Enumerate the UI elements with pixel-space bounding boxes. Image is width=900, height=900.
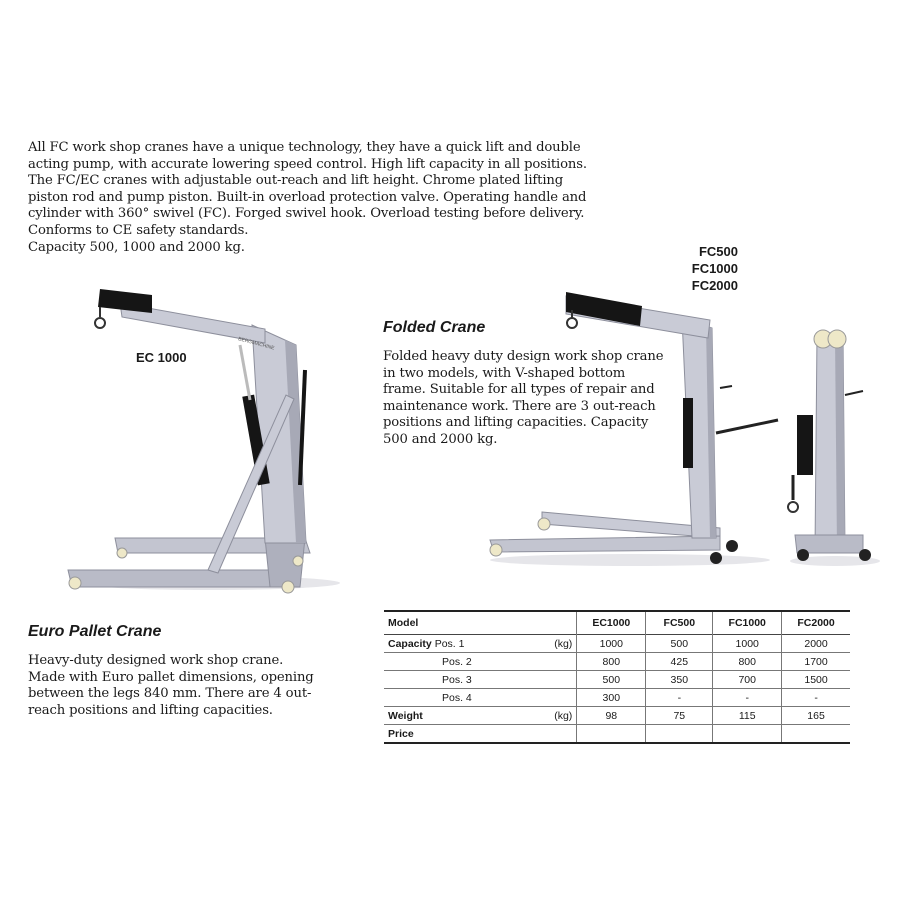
row-label-cell: Capacity Pos. 1 bbox=[384, 635, 542, 653]
row-sub: Pos. 2 bbox=[442, 655, 472, 668]
intro-line: piston rod and pump piston. Built-in ove… bbox=[28, 189, 587, 205]
row-sub: Pos. 1 bbox=[434, 637, 465, 650]
header-fc1000: FC1000 bbox=[712, 611, 782, 635]
cell bbox=[645, 724, 713, 743]
folded-crane-paragraph: Folded heavy duty design work shop crane… bbox=[383, 349, 673, 449]
cell: 75 bbox=[645, 706, 713, 725]
cell: 115 bbox=[712, 706, 782, 725]
fc2000-label: FC2000 bbox=[691, 278, 738, 293]
row-unit bbox=[542, 671, 577, 689]
cell: 1000 bbox=[576, 634, 646, 653]
header-ec1000: EC1000 bbox=[576, 611, 646, 635]
row-sub: Pos. 4 bbox=[442, 691, 472, 704]
cell: 165 bbox=[781, 706, 850, 725]
folded-crane-folded-image bbox=[787, 329, 880, 566]
row-label: Capacity bbox=[388, 637, 432, 650]
cell: - bbox=[645, 688, 713, 707]
intro-paragraph: All FC work shop cranes have a unique te… bbox=[28, 140, 618, 256]
cell: 800 bbox=[576, 652, 646, 671]
folded-line: 500 and 2000 kg. bbox=[383, 431, 498, 447]
table-row: Pos. 4 300 - - - bbox=[384, 688, 850, 707]
table-row: Pos. 2 800 425 800 1700 bbox=[384, 652, 850, 671]
cell: 2000 bbox=[781, 634, 850, 653]
folded-line: frame. Suitable for all types of repair … bbox=[383, 382, 655, 398]
folded-line: maintenance work. There are 3 out-reach bbox=[383, 398, 656, 414]
row-unit: (kg) bbox=[554, 637, 573, 650]
table-header-row: Model EC1000 FC500 FC1000 FC2000 bbox=[384, 611, 850, 635]
folded-crane-image bbox=[489, 292, 779, 566]
euro-pallet-heading: Euro Pallet Crane bbox=[28, 623, 162, 640]
euro-line: Made with Euro pallet dimensions, openin… bbox=[28, 669, 314, 685]
cell: - bbox=[712, 688, 782, 707]
folded-line: in two models, with V-shaped bottom bbox=[383, 365, 626, 381]
cell bbox=[781, 724, 850, 743]
euro-pallet-crane-image: BERGMACHINE bbox=[67, 289, 340, 594]
intro-line: The FC/EC cranes with adjustable out-rea… bbox=[28, 173, 564, 189]
folded-line: positions and lifting capacities. Capaci… bbox=[383, 415, 649, 431]
row-unit bbox=[542, 689, 577, 707]
row-label: Price bbox=[388, 727, 414, 740]
intro-line: acting pump, with accurate lowering spee… bbox=[28, 156, 587, 172]
intro-line: Conforms to CE safety standards. bbox=[28, 222, 249, 238]
cell: 1700 bbox=[781, 652, 850, 671]
header-fc500: FC500 bbox=[645, 611, 713, 635]
intro-line: cylinder with 360° swivel (FC). Forged s… bbox=[28, 206, 585, 222]
row-label: Weight bbox=[388, 709, 423, 722]
row-unit bbox=[542, 725, 577, 744]
cell: - bbox=[781, 688, 850, 707]
cell: 425 bbox=[645, 652, 713, 671]
cell: 1000 bbox=[712, 634, 782, 653]
cell: 1500 bbox=[781, 670, 850, 689]
ec1000-label: EC 1000 bbox=[136, 350, 187, 365]
cell: 700 bbox=[712, 670, 782, 689]
folded-crane-heading: Folded Crane bbox=[383, 319, 486, 336]
fc-model-labels: FC500 FC1000 FC2000 bbox=[660, 243, 738, 294]
cell: 98 bbox=[576, 706, 646, 725]
header-fc2000: FC2000 bbox=[781, 611, 850, 635]
header-model: Model bbox=[388, 617, 419, 629]
cell: 300 bbox=[576, 688, 646, 707]
cell bbox=[576, 724, 646, 743]
folded-line: Folded heavy duty design work shop crane bbox=[383, 349, 664, 364]
cell: 500 bbox=[576, 670, 646, 689]
cell: 800 bbox=[712, 652, 782, 671]
intro-line: Capacity 500, 1000 and 2000 kg. bbox=[28, 239, 245, 255]
fc500-label: FC500 bbox=[698, 244, 738, 259]
spec-table: Model EC1000 FC500 FC1000 FC2000 Capacit… bbox=[384, 610, 850, 744]
euro-line: Heavy-duty designed work shop crane. bbox=[28, 653, 284, 668]
cell: 500 bbox=[645, 634, 713, 653]
cell: 350 bbox=[645, 670, 713, 689]
intro-line: All FC work shop cranes have a unique te… bbox=[28, 140, 581, 155]
euro-line: between the legs 840 mm. There are 4 out… bbox=[28, 686, 312, 702]
table-row: Pos. 3 500 350 700 1500 bbox=[384, 670, 850, 689]
row-sub: Pos. 3 bbox=[442, 673, 472, 686]
row-unit bbox=[542, 653, 577, 671]
table-row: Weight (kg) 98 75 115 165 bbox=[384, 706, 850, 725]
euro-pallet-paragraph: Heavy-duty designed work shop crane. Mad… bbox=[28, 653, 348, 719]
cell bbox=[712, 724, 782, 743]
row-unit: (kg) bbox=[554, 709, 573, 722]
fc1000-label: FC1000 bbox=[691, 261, 738, 276]
table-row: Capacity Pos. 1 (kg) 1000 500 1000 2000 bbox=[384, 634, 850, 653]
table-row: Price bbox=[384, 724, 850, 744]
euro-line: reach positions and lifting capacities. bbox=[28, 702, 273, 718]
